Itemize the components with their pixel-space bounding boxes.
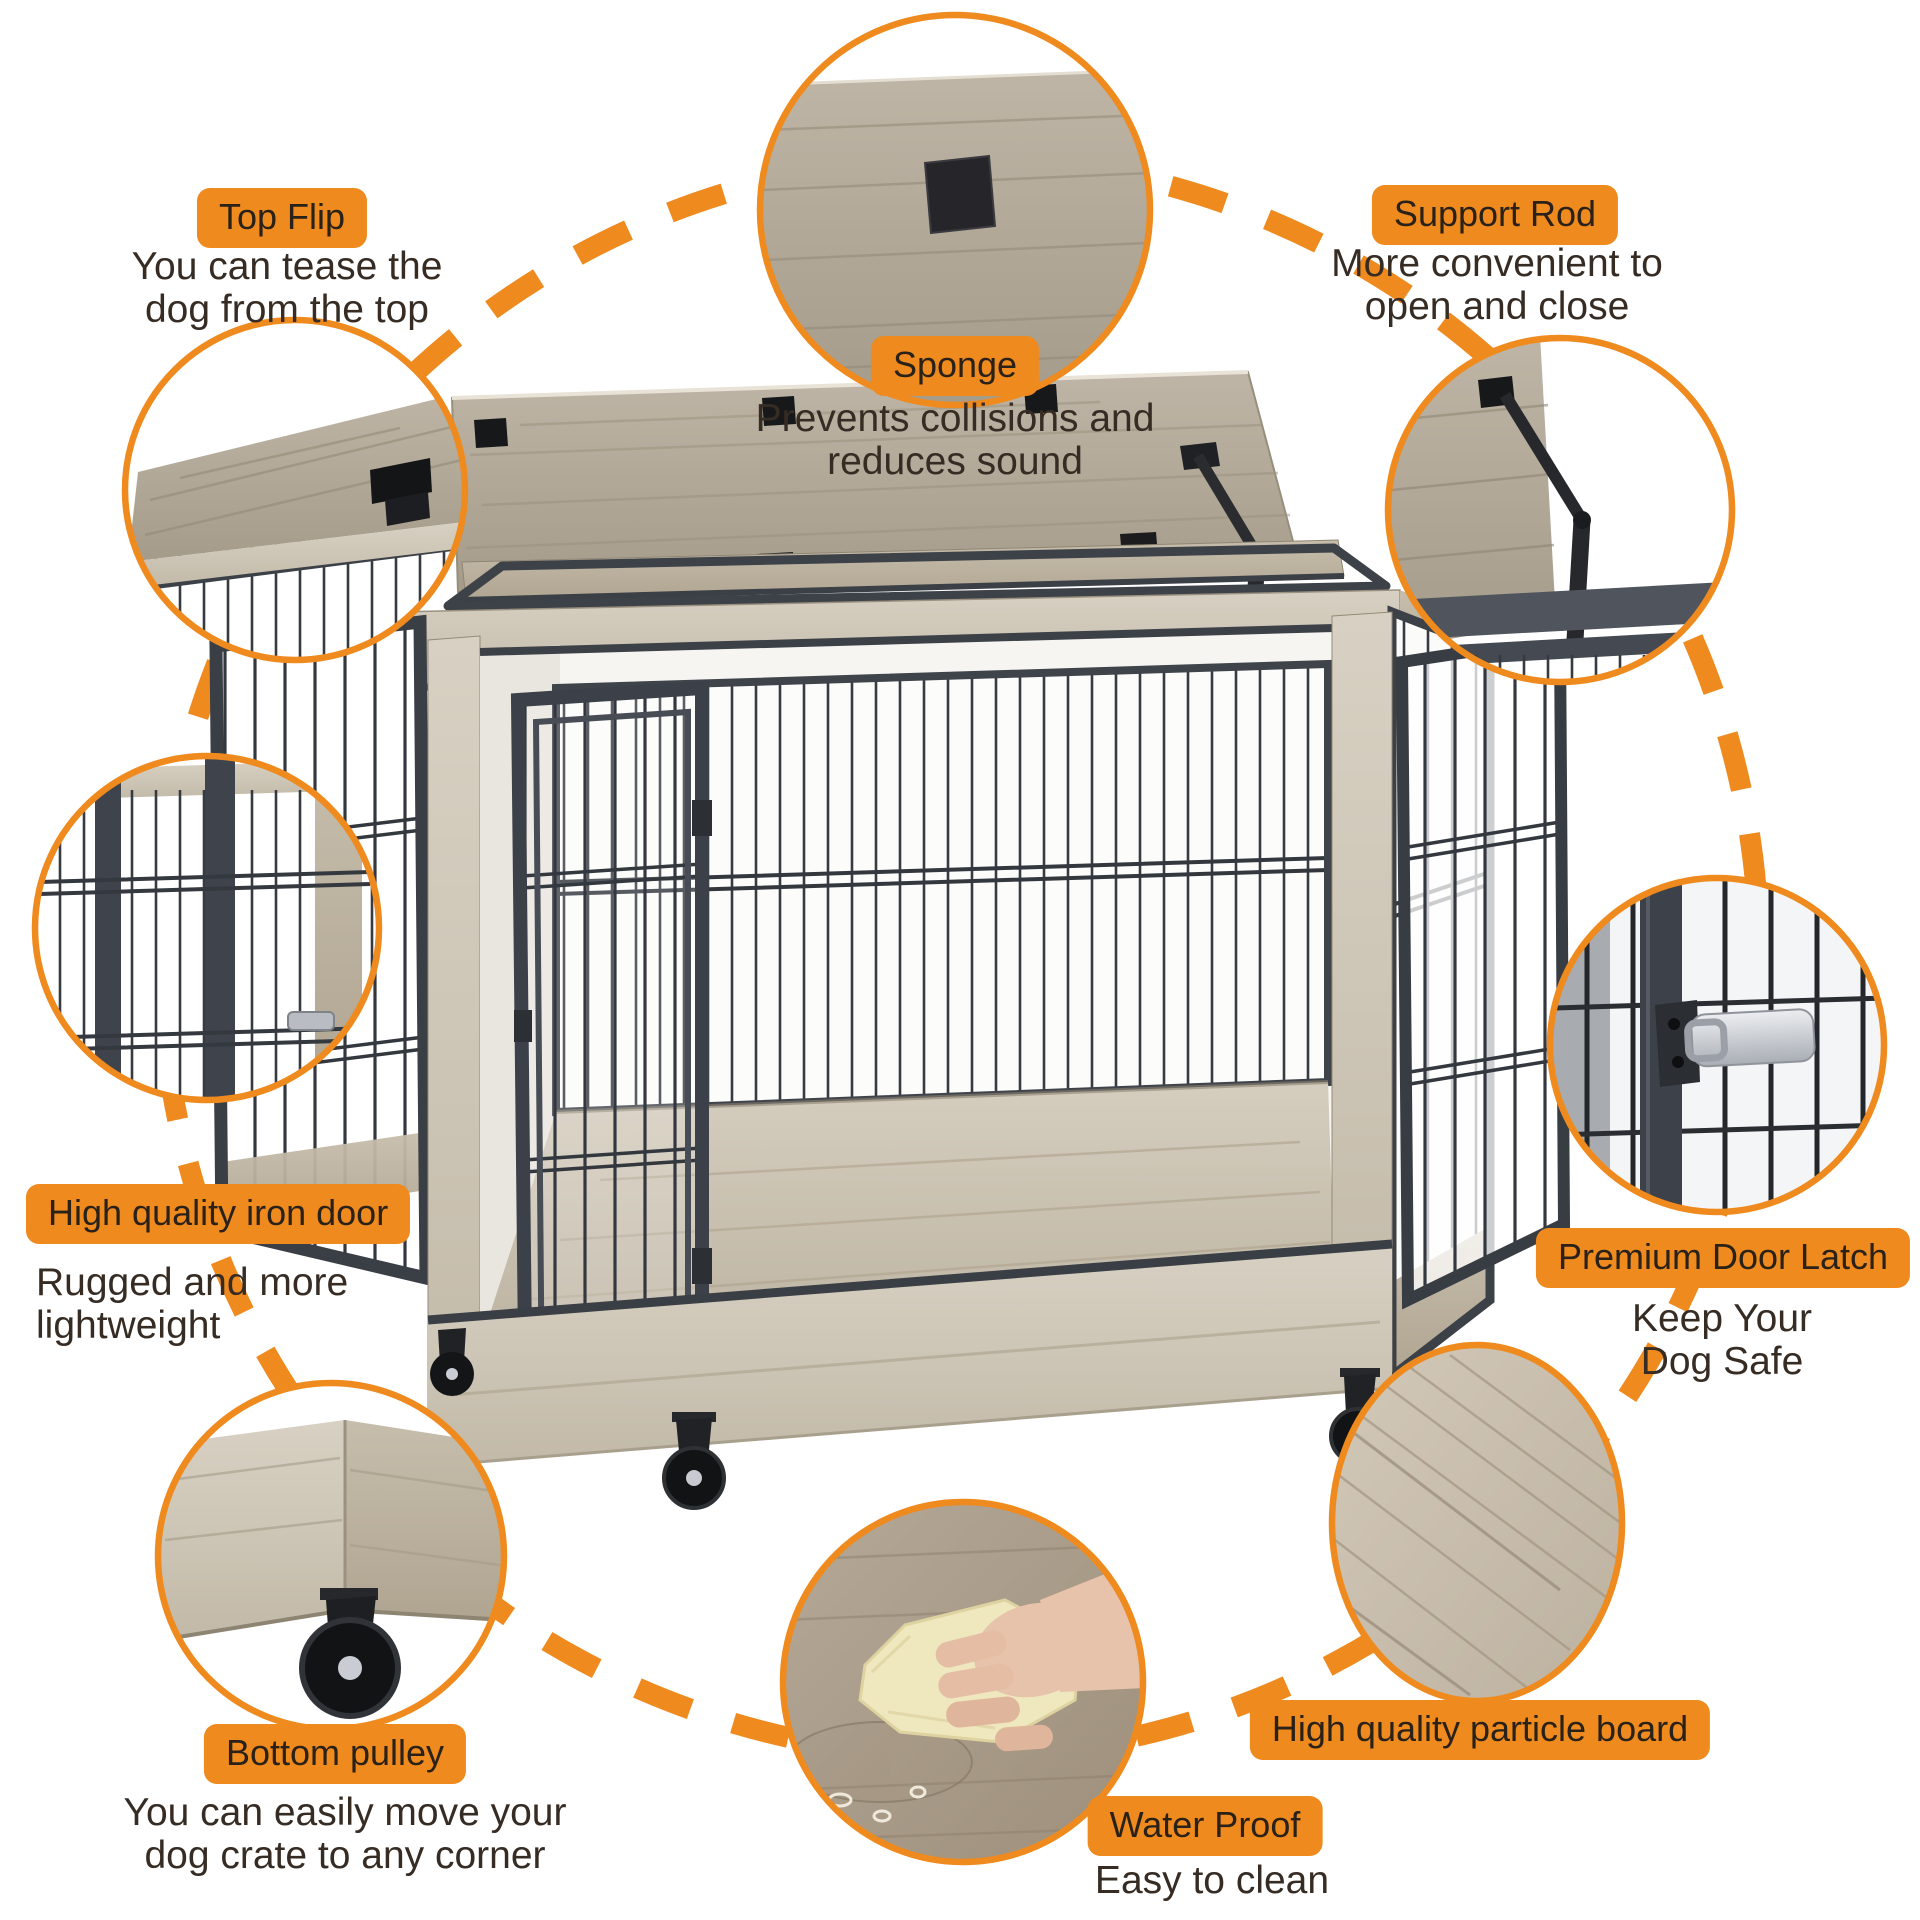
- crate-base: [427, 1239, 1393, 1468]
- bottom-pulley-badge: Bottom pulley: [203, 1724, 467, 1785]
- top-flip-photo: [121, 316, 469, 664]
- sponge-badge: Sponge: [870, 336, 1040, 397]
- sponge-desc: Prevents collisions and reduces sound: [755, 397, 1155, 483]
- support-rod-photo: [1384, 334, 1736, 686]
- bottom-pulley-photo: [154, 1379, 508, 1733]
- top-flip-badge: Top Flip: [196, 188, 368, 249]
- support-rod-badge: Support Rod: [1371, 185, 1619, 246]
- particle-board-badge: High quality particle board: [1249, 1700, 1711, 1761]
- particle-board-photo: [1328, 1341, 1626, 1705]
- iron-door-badge: High quality iron door: [26, 1184, 411, 1245]
- iron-door-photo: [31, 752, 383, 1104]
- water-proof-badge: Water Proof: [1087, 1796, 1323, 1857]
- support-rod-desc: More convenient to open and close: [1331, 242, 1663, 328]
- iron-door-desc: Rugged and more lightweight: [36, 1261, 349, 1347]
- door-latch-desc: Keep Your Dog Safe: [1631, 1297, 1812, 1383]
- door-latch-badge: Premium Door Latch: [1535, 1228, 1911, 1289]
- water-proof-photo: [779, 1498, 1147, 1866]
- bottom-pulley-desc: You can easily move your dog crate to an…: [123, 1791, 567, 1877]
- water-proof-desc: Easy to clean: [1094, 1859, 1330, 1902]
- crate-right-open-door: [1395, 631, 1571, 1310]
- top-flip-desc: You can tease the dog from the top: [131, 245, 443, 331]
- crate-front-open-door: [510, 680, 712, 1447]
- door-latch-photo: [1546, 874, 1888, 1216]
